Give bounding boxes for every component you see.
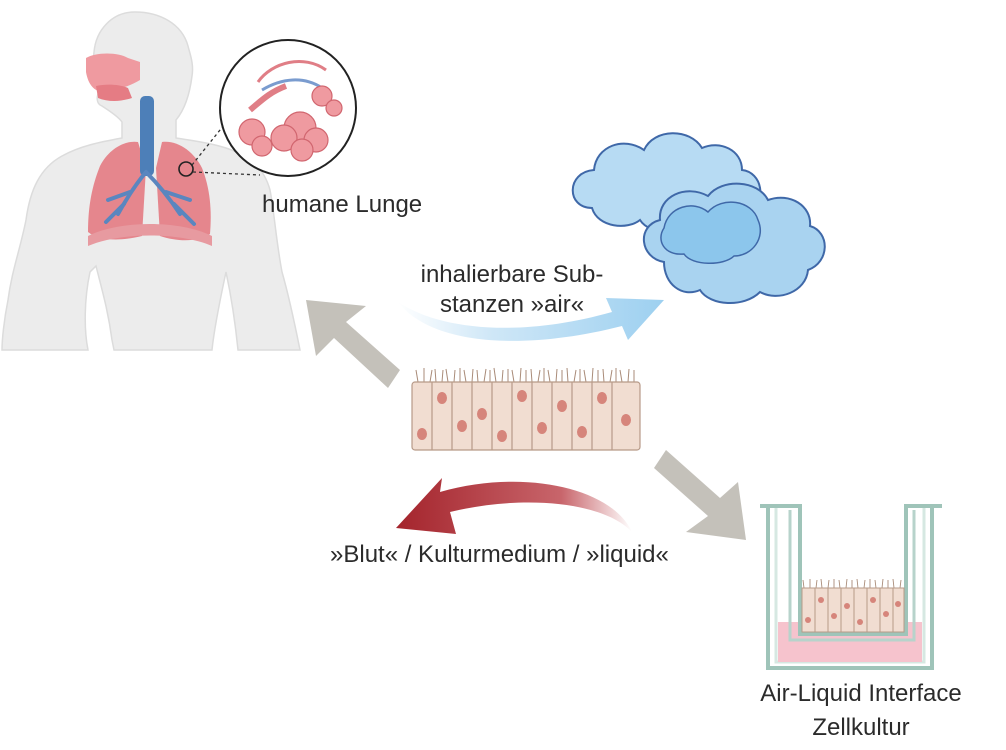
right-lung: [156, 141, 211, 241]
alveoli-zoom-marker: [178, 161, 194, 177]
nasal-cavity: [86, 53, 140, 92]
bronchi: [104, 170, 196, 226]
diaphragm: [88, 224, 212, 246]
alveoli-zoom-circle: [219, 39, 357, 177]
arrow-to-culture: [654, 450, 746, 540]
label-blood-medium-liquid: »Blut« / Kulturmedium / »liquid«: [330, 541, 669, 568]
transwell-insert: [760, 504, 942, 670]
insert-cell-layer: [801, 578, 905, 633]
cloud-front: [643, 182, 826, 305]
label-inhalable-line2: stanzen »air«: [439, 291, 585, 318]
tongue: [96, 84, 132, 101]
label-inhalable-substances: inhalierbare Sub- stanzen »air«: [382, 260, 642, 320]
trachea: [140, 96, 154, 176]
body-silhouette: [1, 11, 301, 351]
label-inhalable-line1: inhalierbare Sub-: [420, 261, 604, 288]
air-arrow: [398, 298, 664, 341]
label-human-lung: humane Lunge: [262, 191, 423, 218]
left-lung: [88, 141, 146, 240]
human-body-illustration: [1, 11, 301, 351]
label-ali-line1: Air-Liquid Interface: [760, 680, 962, 707]
liquid-arrow: [396, 478, 632, 534]
label-air-liquid-interface: Air-Liquid Interface Zellkultur: [726, 677, 996, 745]
epithelium-cell-layer: [411, 367, 641, 451]
label-ali-line2: Zellkultur: [812, 714, 910, 741]
gray-arrows: [306, 300, 746, 540]
arrow-to-lung: [306, 300, 400, 388]
